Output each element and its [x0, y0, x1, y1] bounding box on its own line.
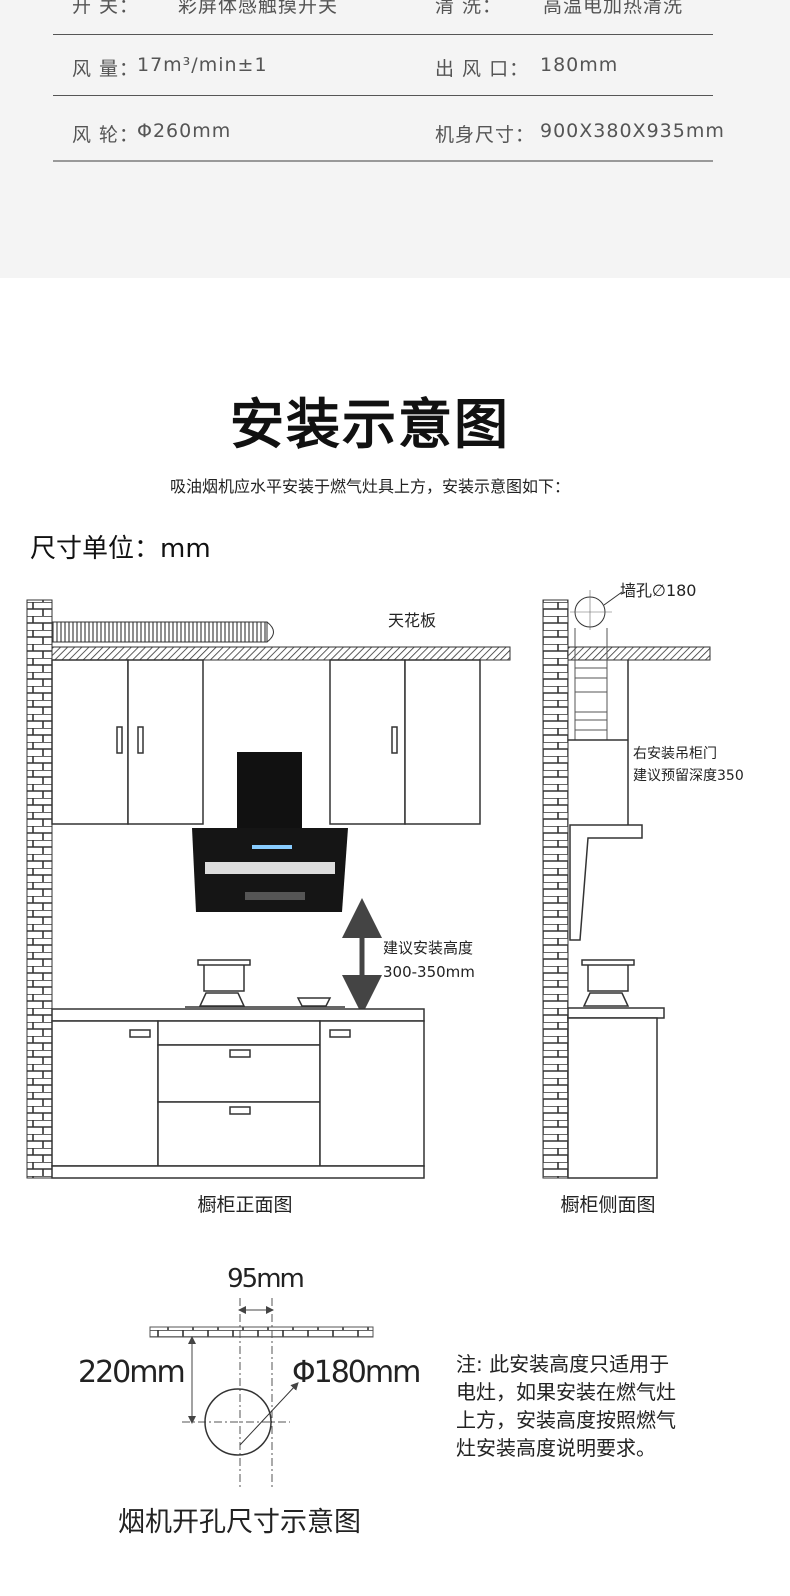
- brick-wall: [26, 599, 53, 1179]
- spec-label: 风 量：: [72, 58, 140, 80]
- stove: [185, 959, 345, 1008]
- divider: [53, 34, 713, 35]
- unit-label: 尺寸单位：mm: [30, 534, 211, 564]
- note: 注: 此安装高度只适用于 电灶，如果安装在燃气灶 上方，安装高度按照燃气 灶安装…: [456, 1352, 676, 1460]
- note-line: 灶安装高度说明要求。: [456, 1436, 656, 1460]
- base-cabinets: [51, 1008, 425, 1179]
- divider: [53, 160, 713, 162]
- spec-label: 开 关：: [72, 0, 140, 17]
- door-label-2: 建议预留深度350: [633, 768, 744, 784]
- stove-side: [567, 959, 665, 1179]
- spec-value: 高温电加热清洗: [543, 0, 684, 17]
- duct: [51, 621, 268, 643]
- height-label: 220mm: [78, 1355, 184, 1390]
- section-title: 安装示意图: [230, 393, 510, 456]
- spec-value: 彩屏体感触摸开关: [178, 0, 339, 17]
- side-caption: 橱柜侧面图: [560, 1194, 655, 1216]
- side-view: 墙孔∅180 右安装吊柜门 建议预留深度350 橱柜侧面图: [542, 581, 744, 1216]
- front-caption: 橱柜正面图: [197, 1194, 292, 1216]
- spec-label: 风 轮：: [72, 124, 140, 146]
- door-label-1: 右安装吊柜门: [633, 746, 717, 762]
- hole-diagram: 95mm 220mm Φ180mm 烟机开孔尺寸示意图: [78, 1264, 421, 1538]
- ceiling-label: 天花板: [388, 611, 436, 630]
- ceiling: [51, 646, 511, 661]
- spec-value: Φ260mm: [137, 120, 232, 142]
- spec-value: 180mm: [540, 54, 619, 76]
- front-view: 天花板 建议安装高度 300-350mm: [26, 599, 511, 1216]
- hole-caption: 烟机开孔尺寸示意图: [118, 1507, 361, 1538]
- duct: [574, 628, 608, 740]
- note-line: 电灶，如果安装在燃气灶: [456, 1380, 676, 1404]
- height-label-1: 建议安装高度: [383, 939, 473, 957]
- note-line: 注: 此安装高度只适用于: [456, 1352, 669, 1376]
- hole-label: 墙孔∅180: [620, 581, 696, 600]
- ceiling: [567, 646, 711, 661]
- hole-circle: [204, 1388, 272, 1456]
- note-line: 上方，安装高度按照燃气: [456, 1408, 676, 1432]
- divider: [53, 95, 713, 96]
- spec-table: 开 关： 彩屏体感触摸开关 清 洗： 高温电加热清洗 风 量： 17m³/min…: [0, 0, 790, 278]
- spec-value: 17m³/min±1: [137, 54, 268, 76]
- spec-label: 机身尺寸：: [435, 124, 536, 146]
- section-subtitle: 吸油烟机应水平安装于燃气灶具上方，安装示意图如下：: [169, 477, 570, 496]
- range-hood: [192, 752, 348, 912]
- diameter-label: Φ180mm: [292, 1355, 419, 1390]
- height-label-2: 300-350mm: [383, 963, 475, 981]
- spec-row: 风 轮： Φ260mm 机身尺寸： 900X380X935mm: [53, 96, 724, 162]
- spec-row: 开 关： 彩屏体感触摸开关 清 洗： 高温电加热清洗: [53, 0, 713, 35]
- upper-cabinets: [51, 659, 481, 825]
- spec-row: 风 量： 17m³/min±1 出 风 口： 180mm: [53, 35, 713, 96]
- spec-value: 900X380X935mm: [540, 120, 725, 142]
- spec-label: 出 风 口：: [435, 58, 530, 80]
- spacing-label: 95mm: [227, 1264, 303, 1294]
- spec-label: 清 洗：: [435, 0, 503, 17]
- hood-side: [569, 824, 643, 941]
- brick-wall: [542, 599, 569, 1179]
